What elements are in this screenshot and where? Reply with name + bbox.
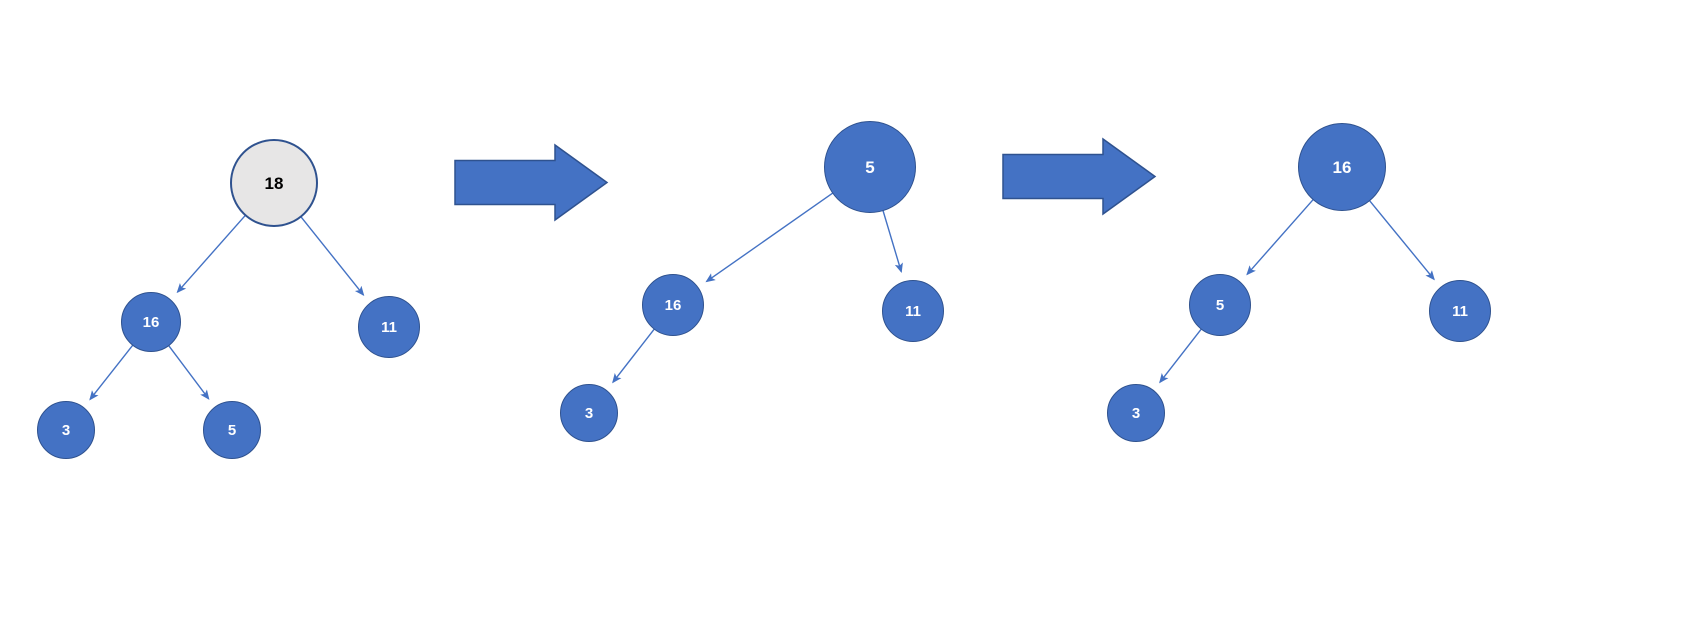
tree-node-11[interactable]: 11 <box>1429 280 1491 342</box>
tree-node-label: 18 <box>264 173 284 193</box>
tree-node-3[interactable]: 3 <box>1107 384 1165 442</box>
tree-node-11[interactable]: 11 <box>882 280 944 342</box>
tree-node-label: 11 <box>381 318 397 336</box>
tree-edge <box>298 213 365 297</box>
tree-node-label: 3 <box>1131 404 1141 422</box>
tree-edge <box>612 325 657 384</box>
tree-node-18[interactable]: 18 <box>230 139 318 227</box>
tree-node-label: 5 <box>227 421 237 439</box>
tree-node-label: 5 <box>865 157 875 177</box>
tree-node-16[interactable]: 16 <box>642 274 704 336</box>
tree-node-label: 5 <box>1215 296 1225 314</box>
tree-node-label: 16 <box>664 296 682 314</box>
tree-edge <box>705 190 837 283</box>
tree-node-label: 11 <box>905 302 921 320</box>
tree-node-5[interactable]: 5 <box>1189 274 1251 336</box>
tree-node-16[interactable]: 16 <box>121 292 181 352</box>
tree-edge <box>1159 325 1204 384</box>
tree-node-5[interactable]: 5 <box>203 401 261 459</box>
tree-node-3[interactable]: 3 <box>560 384 618 442</box>
arrow-stage1-to-stage2 <box>454 143 609 222</box>
tree-edge <box>1246 196 1317 276</box>
tree-edge <box>89 341 136 401</box>
tree-node-label: 16 <box>142 313 160 331</box>
tree-edge <box>881 207 903 274</box>
tree-edge <box>1366 197 1435 281</box>
arrow-stage2-to-stage3 <box>1002 137 1157 216</box>
tree-node-3[interactable]: 3 <box>37 401 95 459</box>
tree-edge <box>166 342 210 400</box>
tree-node-label: 16 <box>1332 157 1352 177</box>
tree-node-16[interactable]: 16 <box>1298 123 1386 211</box>
tree-node-label: 3 <box>584 404 594 422</box>
tree-node-label: 3 <box>61 421 71 439</box>
tree-edge <box>176 212 249 294</box>
tree-node-label: 11 <box>1452 302 1468 320</box>
tree-node-5[interactable]: 5 <box>824 121 916 213</box>
tree-node-11[interactable]: 11 <box>358 296 420 358</box>
